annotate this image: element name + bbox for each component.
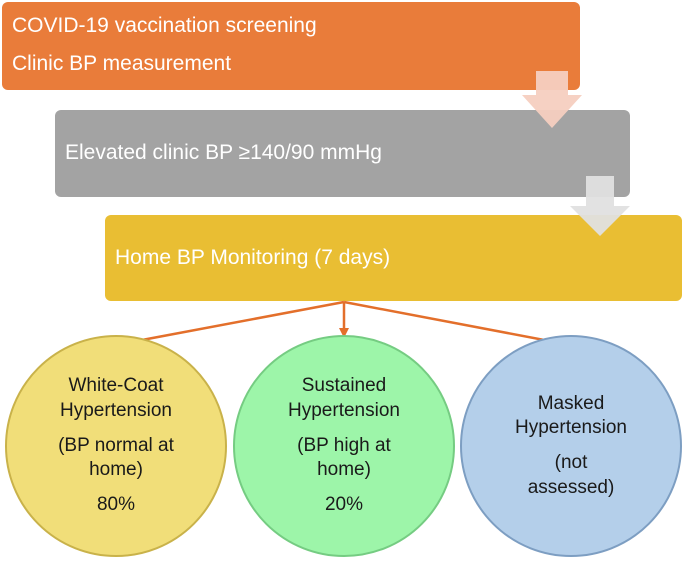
outcome-white-coat-hypertension: White-Coat Hypertension (BP normal at ho… bbox=[5, 335, 227, 557]
step-screening-line-2: Clinic BP measurement bbox=[12, 52, 232, 76]
outcome-title-line-1: Masked bbox=[537, 392, 605, 414]
outcome-masked-hypertension: Masked Hypertension (not assessed) bbox=[460, 335, 682, 557]
outcome-detail-line-2: assessed) bbox=[527, 476, 615, 498]
step-home-bp-monitoring: Home BP Monitoring (7 days) bbox=[105, 215, 682, 301]
outcome-title-line-1: White-Coat bbox=[68, 375, 164, 397]
outcome-title-line-1: Sustained bbox=[301, 375, 387, 397]
connector-arrow-white-coat bbox=[124, 300, 345, 347]
outcome-detail-line-2: home) bbox=[89, 459, 143, 481]
step-home-label: Home BP Monitoring (7 days) bbox=[115, 246, 391, 269]
connector-arrow-masked bbox=[343, 300, 562, 347]
outcome-detail-line-2: home) bbox=[317, 459, 371, 481]
outcome-detail-line-1: (not bbox=[554, 452, 588, 473]
step-covid-screening: COVID-19 vaccination screening Clinic BP… bbox=[2, 2, 580, 90]
outcome-percent: 80% bbox=[96, 494, 136, 516]
outcome-percent: 20% bbox=[324, 494, 364, 516]
step-screening-line-1: COVID-19 vaccination screening bbox=[12, 14, 317, 37]
outcome-sustained-hypertension: Sustained Hypertension (BP high at home)… bbox=[233, 335, 455, 557]
outcome-title-line-2: Hypertension bbox=[288, 399, 400, 421]
step-elevated-label: Elevated clinic BP ≥140/90 mmHg bbox=[65, 141, 382, 164]
outcome-title-line-2: Hypertension bbox=[515, 417, 627, 439]
step-elevated-clinic-bp: Elevated clinic BP ≥140/90 mmHg bbox=[55, 110, 630, 197]
outcome-detail-line-1: (BP normal at bbox=[58, 434, 174, 456]
outcome-detail-line-1: (BP high at bbox=[297, 434, 391, 456]
outcome-title-line-2: Hypertension bbox=[60, 399, 172, 421]
